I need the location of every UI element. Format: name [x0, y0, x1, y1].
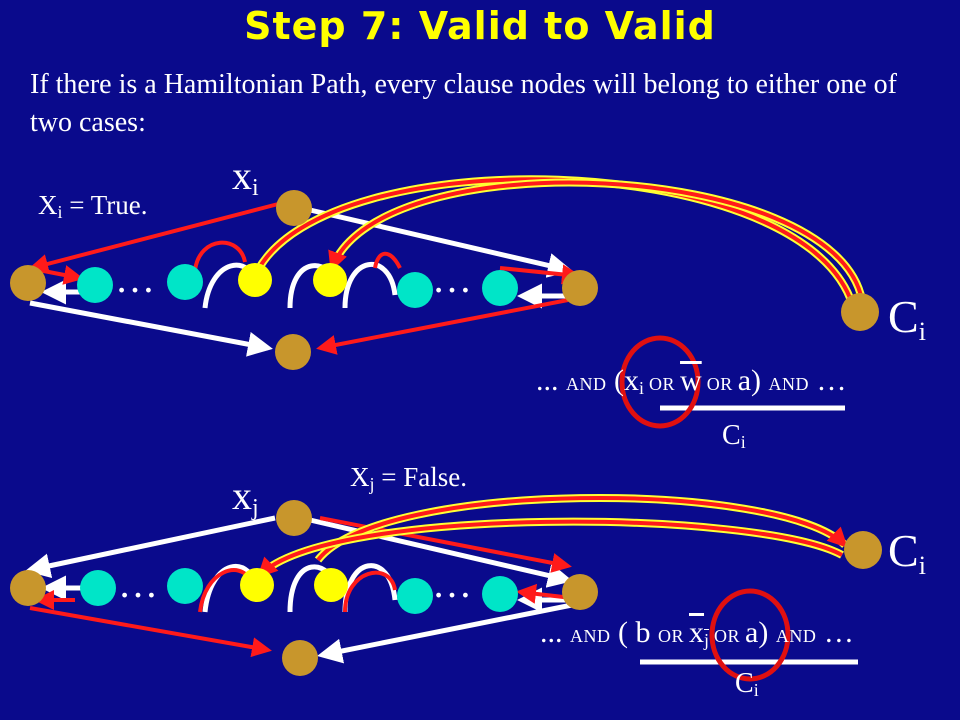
f-open: ( b	[610, 616, 658, 649]
note-rest: = False.	[374, 462, 467, 492]
path-red-4	[316, 298, 569, 355]
path-red-b1	[319, 516, 572, 573]
under-sub: i	[753, 680, 759, 700]
assignment-note-true: Xi = True.	[38, 190, 148, 223]
node-top	[276, 190, 312, 226]
chain-node-b5	[397, 578, 433, 614]
ellipsis-right-true: …	[432, 256, 472, 301]
note-var: X	[38, 190, 58, 220]
variable-main: x	[232, 473, 252, 518]
clause-formula-false: ... AND ( b OR xj OR a) AND …	[540, 616, 854, 651]
detour-true-2-core	[328, 180, 864, 301]
f-lead: ...	[536, 364, 566, 397]
chain-node-2	[167, 264, 203, 300]
node-right	[562, 270, 598, 306]
note-rest: = True.	[62, 190, 148, 220]
f-and1: AND	[570, 626, 611, 646]
f-xsub: i	[639, 378, 645, 398]
f-open: (x	[606, 364, 639, 397]
chain-node-3	[238, 263, 272, 297]
f-tail: a)	[745, 616, 776, 649]
clause-formula-true: ... AND (xi OR w OR a) AND …	[536, 364, 847, 399]
gadget-false: … …	[10, 493, 882, 676]
f-negvar: w	[680, 364, 702, 397]
path-red-1	[28, 201, 283, 274]
gadget-true: … …	[10, 175, 879, 370]
literal-highlight-false	[709, 588, 791, 682]
variable-label-false: xj	[232, 472, 259, 522]
f-negvar: x	[689, 616, 705, 649]
node-bottom-2	[282, 640, 318, 676]
variable-sub: j	[252, 495, 259, 521]
edge-top-left-2	[25, 515, 276, 579]
clause-name-false: Ci	[735, 668, 759, 701]
ellipsis-right-false: …	[432, 561, 472, 606]
clause-node-false	[844, 531, 882, 569]
edge-top-diamond-2	[309, 517, 573, 588]
chain-node-6	[482, 270, 518, 306]
under-main: C	[735, 668, 754, 699]
detour-false-2-core	[257, 519, 843, 578]
f-negsub: j	[704, 630, 710, 650]
assignment-note-false: Xj = False.	[350, 462, 467, 495]
edge-chain-arcs	[202, 262, 398, 309]
note-sub: j	[369, 474, 375, 494]
f-or2: OR	[709, 626, 746, 646]
f-end: …	[809, 364, 847, 397]
ellipsis-left-true: …	[115, 256, 155, 301]
detour-false-1-core	[316, 495, 848, 562]
f-or1: OR	[658, 626, 690, 646]
under-sub: i	[740, 432, 746, 452]
f-and2: AND	[775, 626, 817, 646]
node-right-2	[562, 574, 598, 610]
clause-label-true: Ci	[888, 290, 926, 347]
clause-main: C	[888, 291, 919, 342]
f-and2: AND	[768, 374, 810, 394]
intro-text: If there is a Hamiltonian Path, every cl…	[30, 69, 897, 138]
edge-bottom-diamond	[29, 300, 273, 357]
clause-sub: i	[918, 551, 926, 580]
f-end: …	[816, 616, 854, 649]
chain-node-5	[397, 272, 433, 308]
edge-top-diamond	[309, 207, 573, 278]
variable-main: x	[232, 153, 252, 198]
node-left	[10, 265, 46, 301]
variable-sub: i	[252, 175, 259, 201]
chain-node-b1	[80, 570, 116, 606]
path-red-3	[499, 264, 582, 285]
chain-node-b2	[167, 568, 203, 604]
slide-title: Step 7: Valid to Valid	[244, 4, 716, 48]
path-red-b4	[29, 606, 272, 658]
edge-bottom-right-2	[317, 602, 573, 664]
node-bottom	[275, 334, 311, 370]
clause-sub: i	[918, 317, 926, 346]
chain-node-b3	[240, 568, 274, 602]
path-red-loops	[193, 240, 402, 271]
under-main: C	[722, 420, 741, 451]
f-and1: AND	[566, 374, 607, 394]
note-sub: i	[57, 202, 63, 222]
node-left-2	[10, 570, 46, 606]
chain-node-1	[77, 267, 113, 303]
clause-node-true	[841, 293, 879, 331]
node-top-2	[276, 500, 312, 536]
clause-main: C	[888, 525, 919, 576]
f-or2: OR	[701, 374, 738, 394]
variable-label-true: xi	[232, 152, 259, 202]
f-lead: ...	[540, 616, 570, 649]
chain-node-b4	[314, 568, 348, 602]
literal-highlight-true	[619, 335, 701, 429]
ellipsis-left-false: …	[118, 561, 158, 606]
chain-node-b6	[482, 576, 518, 612]
clause-name-true: Ci	[722, 420, 746, 453]
clause-label-false: Ci	[888, 524, 926, 581]
chain-node-4	[313, 263, 347, 297]
f-tail: a)	[737, 364, 769, 397]
f-or1: OR	[644, 374, 681, 394]
note-var: X	[350, 462, 370, 492]
